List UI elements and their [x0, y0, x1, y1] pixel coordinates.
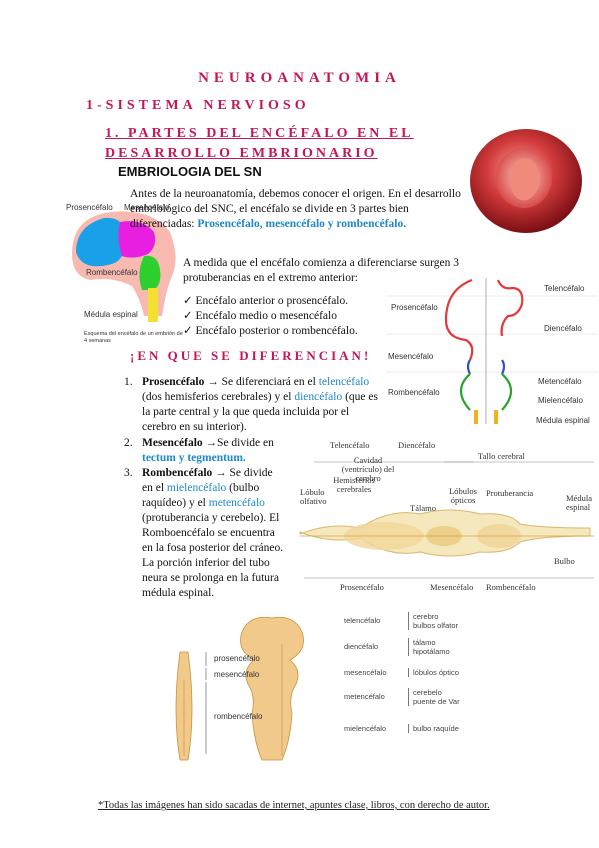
- vesicle-mesencefalo: mesencéfalo: [344, 668, 387, 677]
- heading-embriologia: EMBRIOLOGIA DEL SN: [118, 164, 262, 179]
- label-medula-2: Médula espinal: [536, 416, 590, 425]
- embryo-brain-diagram: [72, 211, 176, 322]
- embryo-image: [470, 129, 582, 233]
- label-lobulos-opticos: Lóbulos ópticos: [449, 486, 477, 505]
- label-mesencefalo-3: Mesencéfalo: [430, 582, 474, 592]
- label-lobulo-olfativo: Lóbulo olfativo: [300, 487, 327, 506]
- intro-paragraph-2: A medida que el encéfalo comienza a dife…: [183, 257, 459, 284]
- label-prosencefalo-2: Prosencéfalo: [391, 303, 438, 312]
- label-cavidad: Cavidad (ventrículo) del cerebro: [341, 455, 395, 483]
- vesicle-mesencefalo-items: lóbulos óptico: [408, 668, 459, 677]
- check-item: ✓ Encéfalo anterior o prosencéfalo.: [183, 295, 349, 307]
- label-hemisferios: Hemisferios cerebrales: [333, 475, 375, 494]
- check-item: ✓ Encéfalo medio o mesencéfalo: [183, 310, 337, 322]
- intro-paragraph: Antes de la neuroanatomía, debemos conoc…: [130, 187, 475, 232]
- list-item: 3. Rombencéfalo → Se divide en el mielen…: [124, 467, 284, 599]
- diagram1-caption: Esquema del encéfalo de un embrión de 4 …: [84, 331, 183, 344]
- label-metencefalo-2: Metencéfalo: [538, 377, 582, 386]
- label-telencefalo-2: Telencéfalo: [544, 284, 585, 293]
- label-rombencefalo-3: Rombencéfalo: [486, 582, 536, 592]
- label-bulbo: Bulbo: [554, 556, 575, 566]
- label-diencefalo-3: Diencéfalo: [398, 440, 436, 450]
- label-mesencefalo-4: mesencéfalo: [214, 670, 260, 679]
- label-tallo-cerebral: Tallo cerebral: [478, 451, 525, 461]
- check-list: ✓ Encéfalo anterior o prosencéfalo. ✓ En…: [183, 294, 358, 339]
- list-item: 2. Mesencéfalo →Se divide en tectum y te…: [124, 437, 274, 464]
- label-medula-espinal-3: Médula espinal: [566, 493, 592, 512]
- vesicle-telencefalo: telencéfalo: [344, 616, 381, 625]
- label-rombencefalo-2: Rombencéfalo: [388, 388, 440, 397]
- neural-tube-diagram: [386, 278, 598, 424]
- label-medula: Médula espinal: [84, 310, 138, 319]
- footer-note: *Todas las imágenes han sido sacadas de …: [98, 800, 490, 811]
- label-mesencefalo: Mesencéfalo: [124, 203, 170, 212]
- label-rombencefalo: Rombencéfalo: [86, 268, 138, 277]
- section-title: 1-SISTEMA NERVIOSO: [86, 98, 310, 113]
- label-prosencefalo: Prosencéfalo: [66, 203, 113, 212]
- label-prosencefalo-4: prosencéfalo: [214, 654, 260, 663]
- subsection-title: 1. PARTES DEL ENCÉFALO EN EL DESARROLLO …: [105, 126, 414, 161]
- label-mesencefalo-2: Mesencéfalo: [388, 352, 434, 361]
- vesicle-diagram: [175, 616, 304, 761]
- label-mielencefalo-2: Mielencéfalo: [538, 396, 583, 405]
- vesicle-mielencefalo-items: bulbo raquíde: [408, 724, 459, 733]
- vesicle-metencefalo: metencéfalo: [344, 692, 385, 701]
- label-protuberancia: Protuberancia: [486, 488, 534, 498]
- question-heading: ¡EN QUE SE DIFERENCIAN!: [130, 348, 372, 363]
- label-rombencefalo-4: rombencéfalo: [214, 712, 263, 721]
- label-telencefalo-3: Telencéfalo: [330, 440, 370, 450]
- vesicle-mielencefalo: mielencéfalo: [344, 724, 387, 733]
- vesicle-diencefalo: diencéfalo: [344, 642, 379, 651]
- page-title: NEUROANATOMIA: [198, 70, 401, 86]
- label-talamo: Tálamo: [410, 503, 436, 513]
- brain-development-diagram: [299, 461, 594, 579]
- intro-highlight: Prosencéfalo, mesencéfalo y rombencéfalo…: [197, 218, 407, 230]
- label-diencefalo-2: Diencéfalo: [544, 324, 582, 333]
- check-item: ✓ Encéfalo posterior o rombencéfalo.: [183, 325, 358, 337]
- list-item: 1. Prosencéfalo → Se diferenciará en el …: [124, 376, 378, 433]
- intro-text: Antes de la neuroanatomía, debemos conoc…: [130, 188, 461, 230]
- label-prosencefalo-3: Prosencéfalo: [340, 582, 384, 592]
